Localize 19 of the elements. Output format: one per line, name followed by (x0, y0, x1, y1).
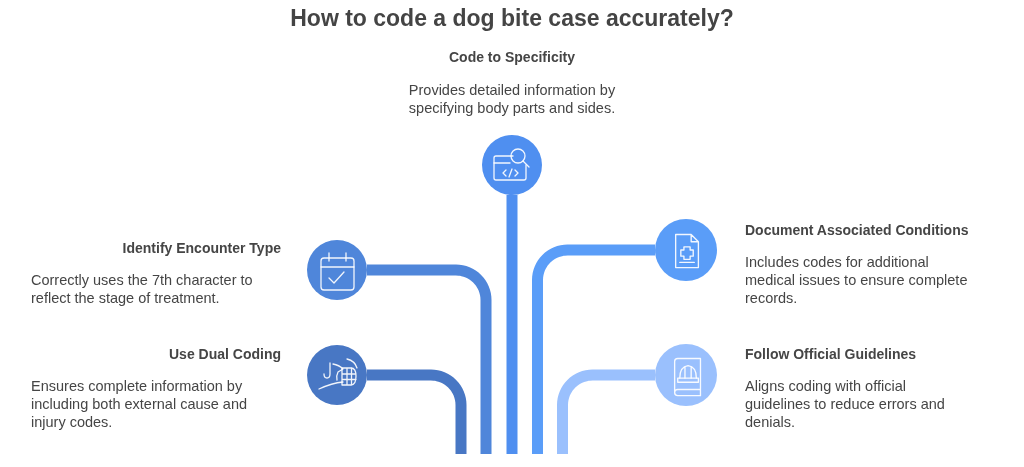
dog-muzzle-icon (307, 345, 367, 405)
calendar-check-icon (307, 240, 367, 300)
item-heading: Identify Encounter Type (122, 239, 281, 257)
item-heading: Document Associated Conditions (745, 221, 969, 239)
item-description: Correctly uses the 7th character to reflect the stage of treatment. (31, 271, 254, 307)
item-description: Provides detailed information by specifying body parts and sides. (407, 81, 617, 117)
connector-line (367, 369, 467, 454)
item-description: Ensures complete information by including both external cause and injury codes. (31, 377, 249, 431)
item-heading: Use Dual Coding (169, 345, 281, 363)
connector-line (557, 369, 655, 454)
item-description: Aligns coding with official guidelines to reduce errors and denials. (745, 377, 946, 431)
diagram-title: How to code a dog bite case accurately? (289, 4, 735, 32)
connector-line (506, 195, 518, 454)
connector-line (532, 244, 655, 454)
item-description: Includes codes for additional medical issues to ensure complete records. (745, 253, 969, 307)
item-heading: Code to Specificity (449, 48, 575, 66)
connector-line (367, 264, 492, 454)
item-heading: Follow Official Guidelines (745, 345, 917, 363)
code-search-icon (482, 135, 542, 195)
